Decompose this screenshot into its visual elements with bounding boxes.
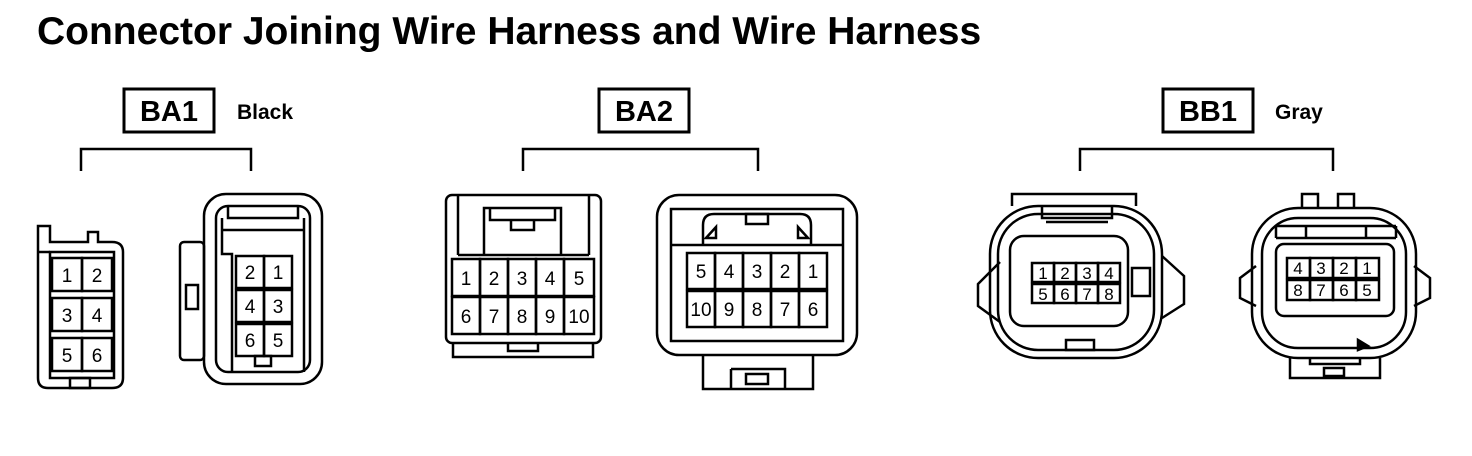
ba2-male-connector: 5 4 3 2 1 10 9 8 7 6: [655, 193, 859, 391]
connector-bb1: BB1 Gray 1 2 3 4 5 6: [976, 87, 1432, 380]
ba1-female-pin-grid: [50, 256, 114, 373]
bb1-label: BB1: [1179, 96, 1237, 128]
bb1-label-box: [1161, 87, 1255, 134]
bb1-male-pin: 3: [1316, 259, 1325, 278]
ba2-female-pin: 7: [489, 307, 500, 328]
bb1-male-connector: 4 3 2 1 8 7 6 5: [1238, 192, 1432, 380]
ba2-male-pin: 5: [696, 262, 707, 283]
ba1-female-pin: 4: [92, 306, 103, 327]
ba1-label: BA1: [140, 96, 198, 128]
ba2-male-pin: 7: [780, 300, 791, 321]
page-title: Connector Joining Wire Harness and Wire …: [37, 10, 982, 53]
bb1-bracket: [1078, 147, 1335, 171]
ba2-male-pin: 8: [752, 300, 763, 321]
bb1-female-pin: 1: [1038, 264, 1047, 283]
ba2-female-pin: 2: [489, 269, 500, 290]
bb1-male-pin: 4: [1293, 259, 1302, 278]
ba2-bracket: [521, 147, 760, 171]
ba2-male-pin: 10: [690, 300, 711, 321]
ba2-male-pin: 4: [724, 262, 735, 283]
ba2-label-box: [597, 87, 691, 134]
connector-ba2: BA2 1 2 3 4 5 6 7: [444, 87, 859, 391]
ba1-label-box: [122, 87, 216, 134]
ba2-female-pin: 4: [545, 269, 556, 290]
connector-ba1: BA1 Black 1 2 3 4 5 6: [36, 87, 324, 390]
ba2-female-pin: 9: [545, 307, 556, 328]
bb1-female-pin: 6: [1060, 285, 1069, 304]
ba1-female-pin: 3: [62, 306, 73, 327]
bb1-female-pin: 7: [1082, 285, 1091, 304]
bb1-female-pin: 8: [1104, 285, 1113, 304]
ba1-male-pin-grid: [234, 254, 294, 358]
ba2-female-pin: 6: [461, 307, 472, 328]
ba1-male-connector: 2 1 4 3 6 5: [178, 192, 324, 386]
ba1-male-pin: 6: [245, 331, 256, 352]
ba2-female-pin: 1: [461, 269, 472, 290]
bb1-male-pin: 2: [1339, 259, 1348, 278]
bb1-male-pin: 5: [1362, 281, 1371, 300]
bb1-female-pin: 4: [1104, 264, 1113, 283]
bb1-male-pin: 8: [1293, 281, 1302, 300]
ba1-male-pin: 4: [245, 297, 256, 318]
ba1-female-pin: 1: [62, 266, 73, 287]
ba1-male-pin: 3: [273, 297, 284, 318]
ba2-female-pin: 3: [517, 269, 528, 290]
ba2-female-connector: 1 2 3 4 5 6 7 8 9 10: [444, 193, 603, 359]
ba1-female-pin: 5: [62, 346, 73, 367]
ba2-male-pin: 6: [808, 300, 819, 321]
ba2-female-pin: 10: [568, 307, 589, 328]
ba1-female-pin: 2: [92, 266, 103, 287]
ba2-female-pin: 8: [517, 307, 528, 328]
ba1-male-pin: 1: [273, 263, 284, 284]
ba2-male-pin: 9: [724, 300, 735, 321]
ba1-female-pin: 6: [92, 346, 103, 367]
bb1-male-pin-grid: [1285, 256, 1381, 302]
ba1-male-pin: 5: [273, 331, 284, 352]
bb1-female-pin-grid: [1030, 261, 1122, 305]
ba2-male-pin: 2: [780, 262, 791, 283]
ba2-female-pin-grid: [450, 257, 596, 336]
ba1-female-connector: 1 2 3 4 5 6: [36, 224, 125, 390]
ba2-male-pin: 3: [752, 262, 763, 283]
bb1-male-pin: 7: [1316, 281, 1325, 300]
bb1-male-pin: 1: [1362, 259, 1371, 278]
ba2-male-pin: 1: [808, 262, 819, 283]
ba2-label: BA2: [615, 96, 673, 128]
ba1-color: Black: [237, 101, 293, 124]
bb1-female-pin: 5: [1038, 285, 1047, 304]
ba1-male-pin: 2: [245, 263, 256, 284]
ba2-male-pin-grid: [685, 251, 829, 329]
ba2-female-pin: 5: [574, 269, 585, 290]
bb1-male-pin: 6: [1339, 281, 1348, 300]
bb1-female-pin: 2: [1060, 264, 1069, 283]
bb1-female-connector: 1 2 3 4 5 6 7 8: [976, 192, 1186, 360]
bb1-female-pin: 3: [1082, 264, 1091, 283]
bb1-color: Gray: [1275, 101, 1323, 124]
ba1-bracket: [79, 147, 253, 171]
